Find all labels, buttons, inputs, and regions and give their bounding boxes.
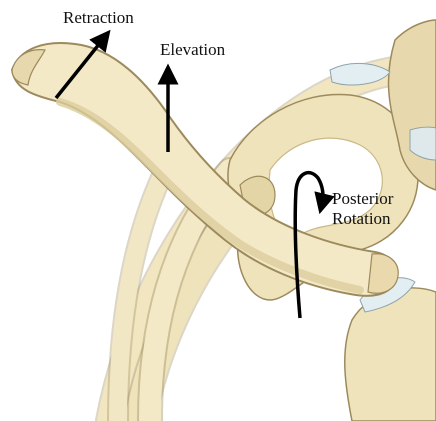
humeral-head [345,288,436,421]
retraction-label: Retraction [63,8,134,28]
posterior-rotation-label: Posterior Rotation [332,189,393,228]
posterior-rotation-label-line1: Posterior [332,189,393,209]
elevation-label: Elevation [160,40,225,60]
humerus [345,278,436,421]
posterior-rotation-label-line2: Rotation [332,209,393,229]
